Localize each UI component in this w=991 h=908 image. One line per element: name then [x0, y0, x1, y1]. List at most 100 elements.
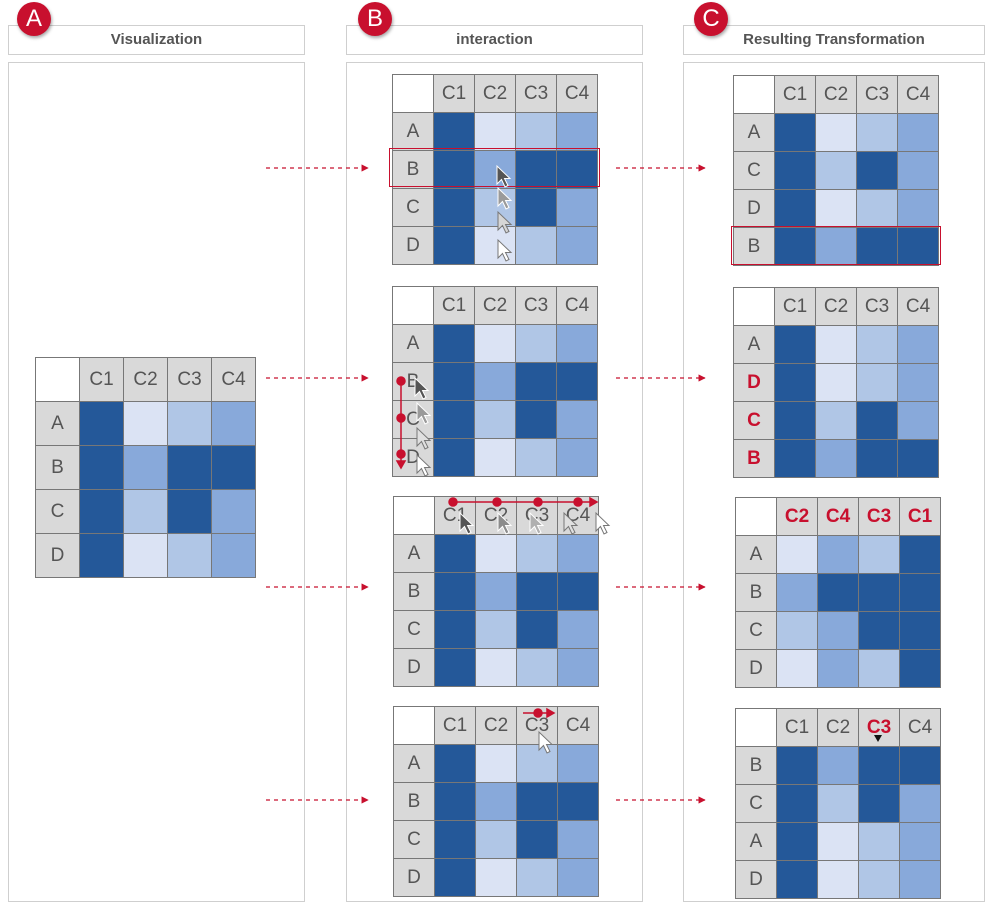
column-header[interactable]: C4 [899, 708, 941, 747]
row-header[interactable]: A [393, 534, 435, 573]
column-header[interactable]: C3 [515, 74, 557, 113]
column-header[interactable]: C1 [899, 497, 941, 536]
column-header[interactable]: C1 [79, 357, 124, 402]
matrix-cell [774, 363, 816, 402]
matrix-corner-cell [392, 286, 434, 325]
row-header[interactable]: B [733, 227, 775, 266]
matrix-cell [774, 189, 816, 228]
matrix-cell [474, 438, 516, 477]
matrix-cell [856, 151, 898, 190]
matrix-cell [858, 822, 900, 861]
column-header[interactable]: C2 [474, 74, 516, 113]
drag-line-columns [448, 496, 599, 508]
column-header[interactable]: C2 [817, 708, 859, 747]
row-header[interactable]: C [393, 610, 435, 649]
matrix-cell [515, 226, 557, 265]
matrix-cell [897, 151, 939, 190]
matrix-corner-cell [393, 706, 435, 745]
column-header[interactable]: C4 [817, 497, 859, 536]
matrix-cell [817, 611, 859, 650]
column-header[interactable]: C3 [856, 75, 898, 114]
row-header[interactable]: B [733, 439, 775, 478]
column-header[interactable]: C3 [858, 708, 900, 747]
matrix-cell [774, 325, 816, 364]
column-header[interactable]: C3 [515, 286, 557, 325]
column-header[interactable]: C2 [475, 706, 517, 745]
column-header[interactable]: C4 [557, 706, 599, 745]
matrix-cell [817, 746, 859, 785]
row-header[interactable]: C [735, 611, 777, 650]
cursor-trail-columns [459, 512, 610, 535]
row-header[interactable]: B [35, 445, 80, 490]
matrix-cell [897, 401, 939, 440]
matrix-cell [815, 401, 857, 440]
column-header[interactable]: C3 [856, 287, 898, 326]
matrix-cell [556, 188, 598, 227]
column-header[interactable]: C2 [776, 497, 818, 536]
column-header[interactable]: C1 [433, 286, 475, 325]
column-header[interactable]: C1 [774, 75, 816, 114]
matrix-cell [434, 572, 476, 611]
dashed-arrows-a-to-b [266, 164, 369, 804]
matrix-cell [167, 445, 212, 490]
row-header[interactable]: C [35, 489, 80, 534]
column-header[interactable]: C3 [858, 497, 900, 536]
row-header[interactable]: D [733, 189, 775, 228]
matrix-cell [475, 820, 517, 859]
column-header[interactable]: C4 [897, 75, 939, 114]
matrix-cell [774, 151, 816, 190]
matrix-cell [433, 324, 475, 363]
row-header[interactable]: C [393, 820, 435, 859]
cursor-sort-click [538, 731, 553, 754]
matrix-cell [897, 439, 939, 478]
matrix-cell [817, 649, 859, 688]
matrix-cell [557, 610, 599, 649]
matrix-cell [516, 820, 558, 859]
matrix-cell [776, 860, 818, 899]
matrix-cell [434, 858, 476, 897]
matrix-cell [817, 784, 859, 823]
drag-line-rows [395, 376, 407, 470]
column-header[interactable]: C2 [123, 357, 168, 402]
matrix-cell [433, 112, 475, 151]
row-header[interactable]: D [393, 858, 435, 897]
row-header[interactable]: D [735, 649, 777, 688]
row-header[interactable]: A [35, 401, 80, 446]
row-header[interactable]: C [733, 151, 775, 190]
row-header[interactable]: D [733, 363, 775, 402]
row-header[interactable]: C [735, 784, 777, 823]
matrix-cell [433, 362, 475, 401]
matrix-cell [776, 573, 818, 612]
column-header[interactable]: C1 [776, 708, 818, 747]
column-header[interactable]: C3 [167, 357, 212, 402]
row-header[interactable]: B [392, 150, 434, 189]
matrix-cell [167, 401, 212, 446]
matrix-cell [856, 189, 898, 228]
matrix-cell [815, 189, 857, 228]
row-header[interactable]: A [392, 324, 434, 363]
dashed-arrows-b-to-c [616, 164, 706, 804]
matrix-cell [856, 439, 898, 478]
matrix-cell [776, 746, 818, 785]
row-header[interactable]: C [733, 401, 775, 440]
matrix-cell [817, 573, 859, 612]
column-header[interactable]: C1 [774, 287, 816, 326]
matrix-cell [516, 534, 558, 573]
column-header[interactable]: C1 [433, 74, 475, 113]
column-header[interactable]: C4 [211, 357, 256, 402]
row-header[interactable]: D [735, 860, 777, 899]
column-header[interactable]: C2 [815, 287, 857, 326]
matrix-cell [557, 648, 599, 687]
row-header[interactable]: D [393, 648, 435, 687]
matrix-cell [123, 445, 168, 490]
column-header[interactable]: C4 [556, 286, 598, 325]
matrix-cell [899, 822, 941, 861]
badge-a: A [17, 2, 51, 36]
row-header[interactable]: D [392, 226, 434, 265]
column-header[interactable]: C2 [474, 286, 516, 325]
matrix-cell [815, 113, 857, 152]
row-header[interactable]: D [35, 533, 80, 578]
row-header[interactable]: B [735, 573, 777, 612]
row-header[interactable]: A [733, 325, 775, 364]
